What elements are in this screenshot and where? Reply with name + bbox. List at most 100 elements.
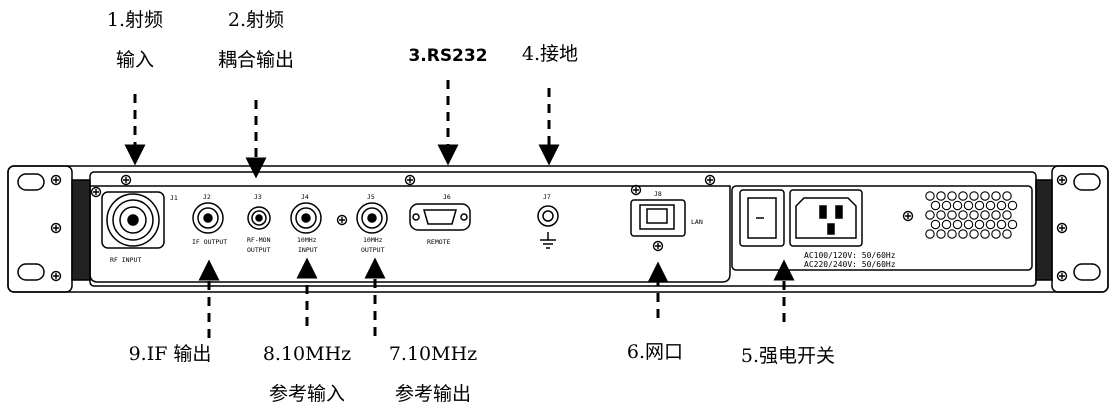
callout-9-if-output: 9.IF 输出: [110, 334, 230, 374]
vent-hole: [963, 219, 974, 230]
vent-hole: [980, 229, 990, 239]
callout-6-lan: 6.网口: [610, 332, 700, 372]
vent-hole: [952, 200, 963, 211]
vent-hole: [969, 210, 979, 220]
callout-1-rf-input: 1.射频 输入: [90, 0, 180, 80]
j6-label: REMOTE: [427, 238, 451, 246]
callout-2-line-1: 2.射频: [227, 9, 285, 31]
screw-group: [50, 174, 1068, 282]
callout-2-rf-coupled-output: 2.射频 耦合输出: [206, 0, 306, 80]
vent-hole: [991, 210, 1001, 220]
j4-label-2: INPUT: [298, 246, 318, 254]
vent-hole: [1002, 210, 1012, 220]
vent-hole: [1007, 200, 1018, 211]
callout-8-line-2: 参考输入: [268, 383, 345, 405]
screw-icon: [630, 184, 642, 196]
callout-7-10mhz-ref-output: 7.10MHz 参考输出: [378, 334, 488, 414]
vent-hole: [947, 191, 957, 201]
callout-2-line-2: 耦合输出: [217, 49, 294, 71]
top-lip: [89, 185, 731, 283]
vent-hole: [969, 229, 979, 239]
screw-icon: [1056, 270, 1068, 282]
vent-hole: [980, 210, 990, 220]
screw-icon: [50, 174, 62, 186]
vent-hole: [958, 191, 968, 201]
j7-id: J7: [543, 193, 551, 201]
vent-hole: [985, 219, 996, 230]
left-bottom-slot: [17, 263, 45, 281]
j4-label-1: 10MHz: [297, 236, 317, 244]
j5-id: J5: [367, 193, 375, 201]
power-rating-1: AC100/120V: 50/60Hz: [804, 251, 896, 260]
screw-icon: [902, 210, 914, 222]
j3-id: J3: [254, 193, 262, 201]
j5-label-1: 10MHz: [363, 236, 383, 244]
vent-hole: [1002, 191, 1012, 201]
connector-j1-rf-input: [101, 191, 165, 249]
screw-icon: [404, 174, 416, 186]
vent-hole: [947, 210, 957, 220]
connector-j7-ground: [537, 205, 559, 249]
screw-icon: [336, 214, 348, 226]
vent-hole: [952, 219, 963, 230]
vent-grille: [925, 191, 1018, 239]
power-rating-2: AC220/240V: 50/60Hz: [804, 260, 896, 269]
connector-j8-lan: [630, 199, 686, 237]
callout-4-ground: 4.接地: [500, 34, 600, 74]
right-top-slot: [1073, 173, 1101, 191]
callout-arrows: [124, 80, 795, 338]
callout-8-line-1: 8.10MHz: [262, 343, 352, 365]
vent-hole: [1007, 219, 1018, 230]
callout-8-10mhz-ref-input: 8.10MHz 参考输入: [252, 334, 362, 414]
connector-j4-10mhz-input: [290, 202, 322, 234]
vent-hole: [947, 229, 957, 239]
screw-icon: [652, 240, 664, 252]
vent-hole: [1002, 229, 1012, 239]
callout-7-line-2: 参考输出: [394, 383, 471, 405]
j4-id: J4: [301, 193, 309, 201]
vent-hole: [985, 200, 996, 211]
connector-j6-remote-db9: [409, 203, 471, 231]
vent-hole: [969, 191, 979, 201]
vent-hole: [941, 200, 952, 211]
screw-icon: [50, 270, 62, 282]
callout-6-line-1: 6.网口: [626, 341, 684, 363]
left-ear-handle: [71, 179, 91, 281]
vent-hole: [936, 210, 946, 220]
vent-hole: [936, 229, 946, 239]
callout-5-line-1: 5.强电开关: [740, 345, 836, 367]
power-switch: [739, 189, 785, 247]
vent-hole: [958, 229, 968, 239]
callout-5-power-switch: 5.强电开关: [728, 336, 848, 376]
j5-label-2: OUTPUT: [361, 246, 385, 254]
right-bottom-slot: [1073, 263, 1101, 281]
vent-hole: [930, 219, 941, 230]
vent-hole: [974, 200, 985, 211]
j2-id: J2: [203, 193, 211, 201]
vent-hole: [925, 210, 935, 220]
power-inlet: [789, 189, 863, 247]
psu-section: [731, 185, 1033, 271]
vent-hole: [980, 191, 990, 201]
callout-7-line-1: 7.10MHz: [388, 343, 478, 365]
connector-j2-if-output: [192, 202, 224, 234]
j6-id: J6: [443, 193, 451, 201]
screw-icon: [1056, 222, 1068, 234]
screw-icon: [50, 222, 62, 234]
j2-label: IF OUTPUT: [192, 238, 227, 246]
vent-hole: [958, 210, 968, 220]
connector-j5-10mhz-output: [356, 202, 388, 234]
vent-hole: [963, 200, 974, 211]
vent-hole: [936, 191, 946, 201]
vent-hole: [996, 200, 1007, 211]
callout-1-line-1: 1.射频: [106, 9, 164, 31]
j3-label-1: RF-MON: [247, 236, 271, 244]
callout-3-rs232: 3.RS232: [388, 36, 508, 76]
vent-hole: [991, 229, 1001, 239]
callout-3-line-1: 3.RS232: [408, 46, 488, 66]
j3-label-2: OUTPUT: [247, 246, 271, 254]
j8-id: J8: [654, 190, 662, 198]
vent-hole: [925, 191, 935, 201]
